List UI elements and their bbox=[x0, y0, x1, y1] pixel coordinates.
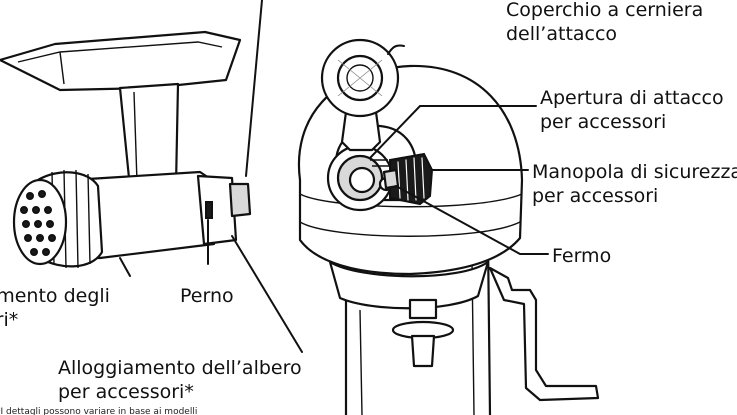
label-housing-left-l2: accessori* bbox=[0, 309, 18, 331]
leader-latch bbox=[395, 185, 549, 255]
hub-slot bbox=[370, 159, 392, 167]
beater-stem bbox=[410, 334, 436, 368]
beater-shaft bbox=[408, 298, 438, 320]
label-shaft-housing-l1: Alloggiamento dell’albero bbox=[58, 357, 302, 379]
leader-shaft-housing bbox=[231, 235, 303, 353]
head-lower-neck bbox=[328, 260, 490, 310]
hopper-inner-edge bbox=[59, 51, 65, 85]
label-housing-left-l1: Alloggiamento degli bbox=[0, 285, 110, 307]
stand-column bbox=[344, 239, 492, 415]
label-shaft-housing-l2: per accessori* bbox=[58, 381, 194, 403]
locking-knob bbox=[389, 152, 434, 206]
hinged-cover-arm bbox=[340, 110, 382, 152]
label-hinged-cover-l1: Coperchio a cerniera bbox=[506, 0, 703, 21]
label-locking-knob-l2: per accessori bbox=[532, 185, 658, 207]
meat-grinder-attachment bbox=[0, 30, 252, 269]
mixer-head bbox=[297, 38, 600, 415]
tilt-lever bbox=[488, 266, 600, 402]
label-pin: Perno bbox=[180, 285, 234, 307]
grinding-plate-holes bbox=[20, 190, 56, 256]
head-band-2 bbox=[299, 221, 521, 237]
neck-highlight bbox=[133, 91, 138, 183]
label-hinged-cover-l2: dell’attacco bbox=[506, 23, 617, 45]
hopper-neck bbox=[118, 82, 180, 190]
locking-knob-ribs bbox=[397, 157, 425, 201]
leader-lines bbox=[119, 0, 549, 353]
leader-hinged-cover bbox=[387, 44, 405, 55]
leader-attachment-opening bbox=[369, 105, 537, 159]
hopper-rim bbox=[17, 41, 223, 63]
shaft-pin bbox=[205, 201, 213, 219]
label-latch: Fermo bbox=[552, 245, 611, 267]
shaft-tip bbox=[228, 182, 252, 218]
label-locking-knob-l1: Manopola di sicurezza bbox=[532, 161, 737, 183]
leader-shaft-tip bbox=[245, 0, 263, 177]
label-attachment-opening-l1: Apertura di attacco bbox=[540, 87, 724, 109]
label-attachment-opening-l2: per accessori bbox=[540, 111, 666, 133]
hopper-tray bbox=[0, 30, 242, 92]
attachment-socket bbox=[348, 166, 376, 194]
leader-housing-left bbox=[119, 257, 131, 277]
head-band-1 bbox=[299, 193, 523, 208]
label-footnote: *I dettagli possono variare in base ai m… bbox=[0, 407, 197, 415]
hinged-cover-boss bbox=[346, 64, 374, 92]
hinged-cover-texture bbox=[337, 59, 383, 97]
